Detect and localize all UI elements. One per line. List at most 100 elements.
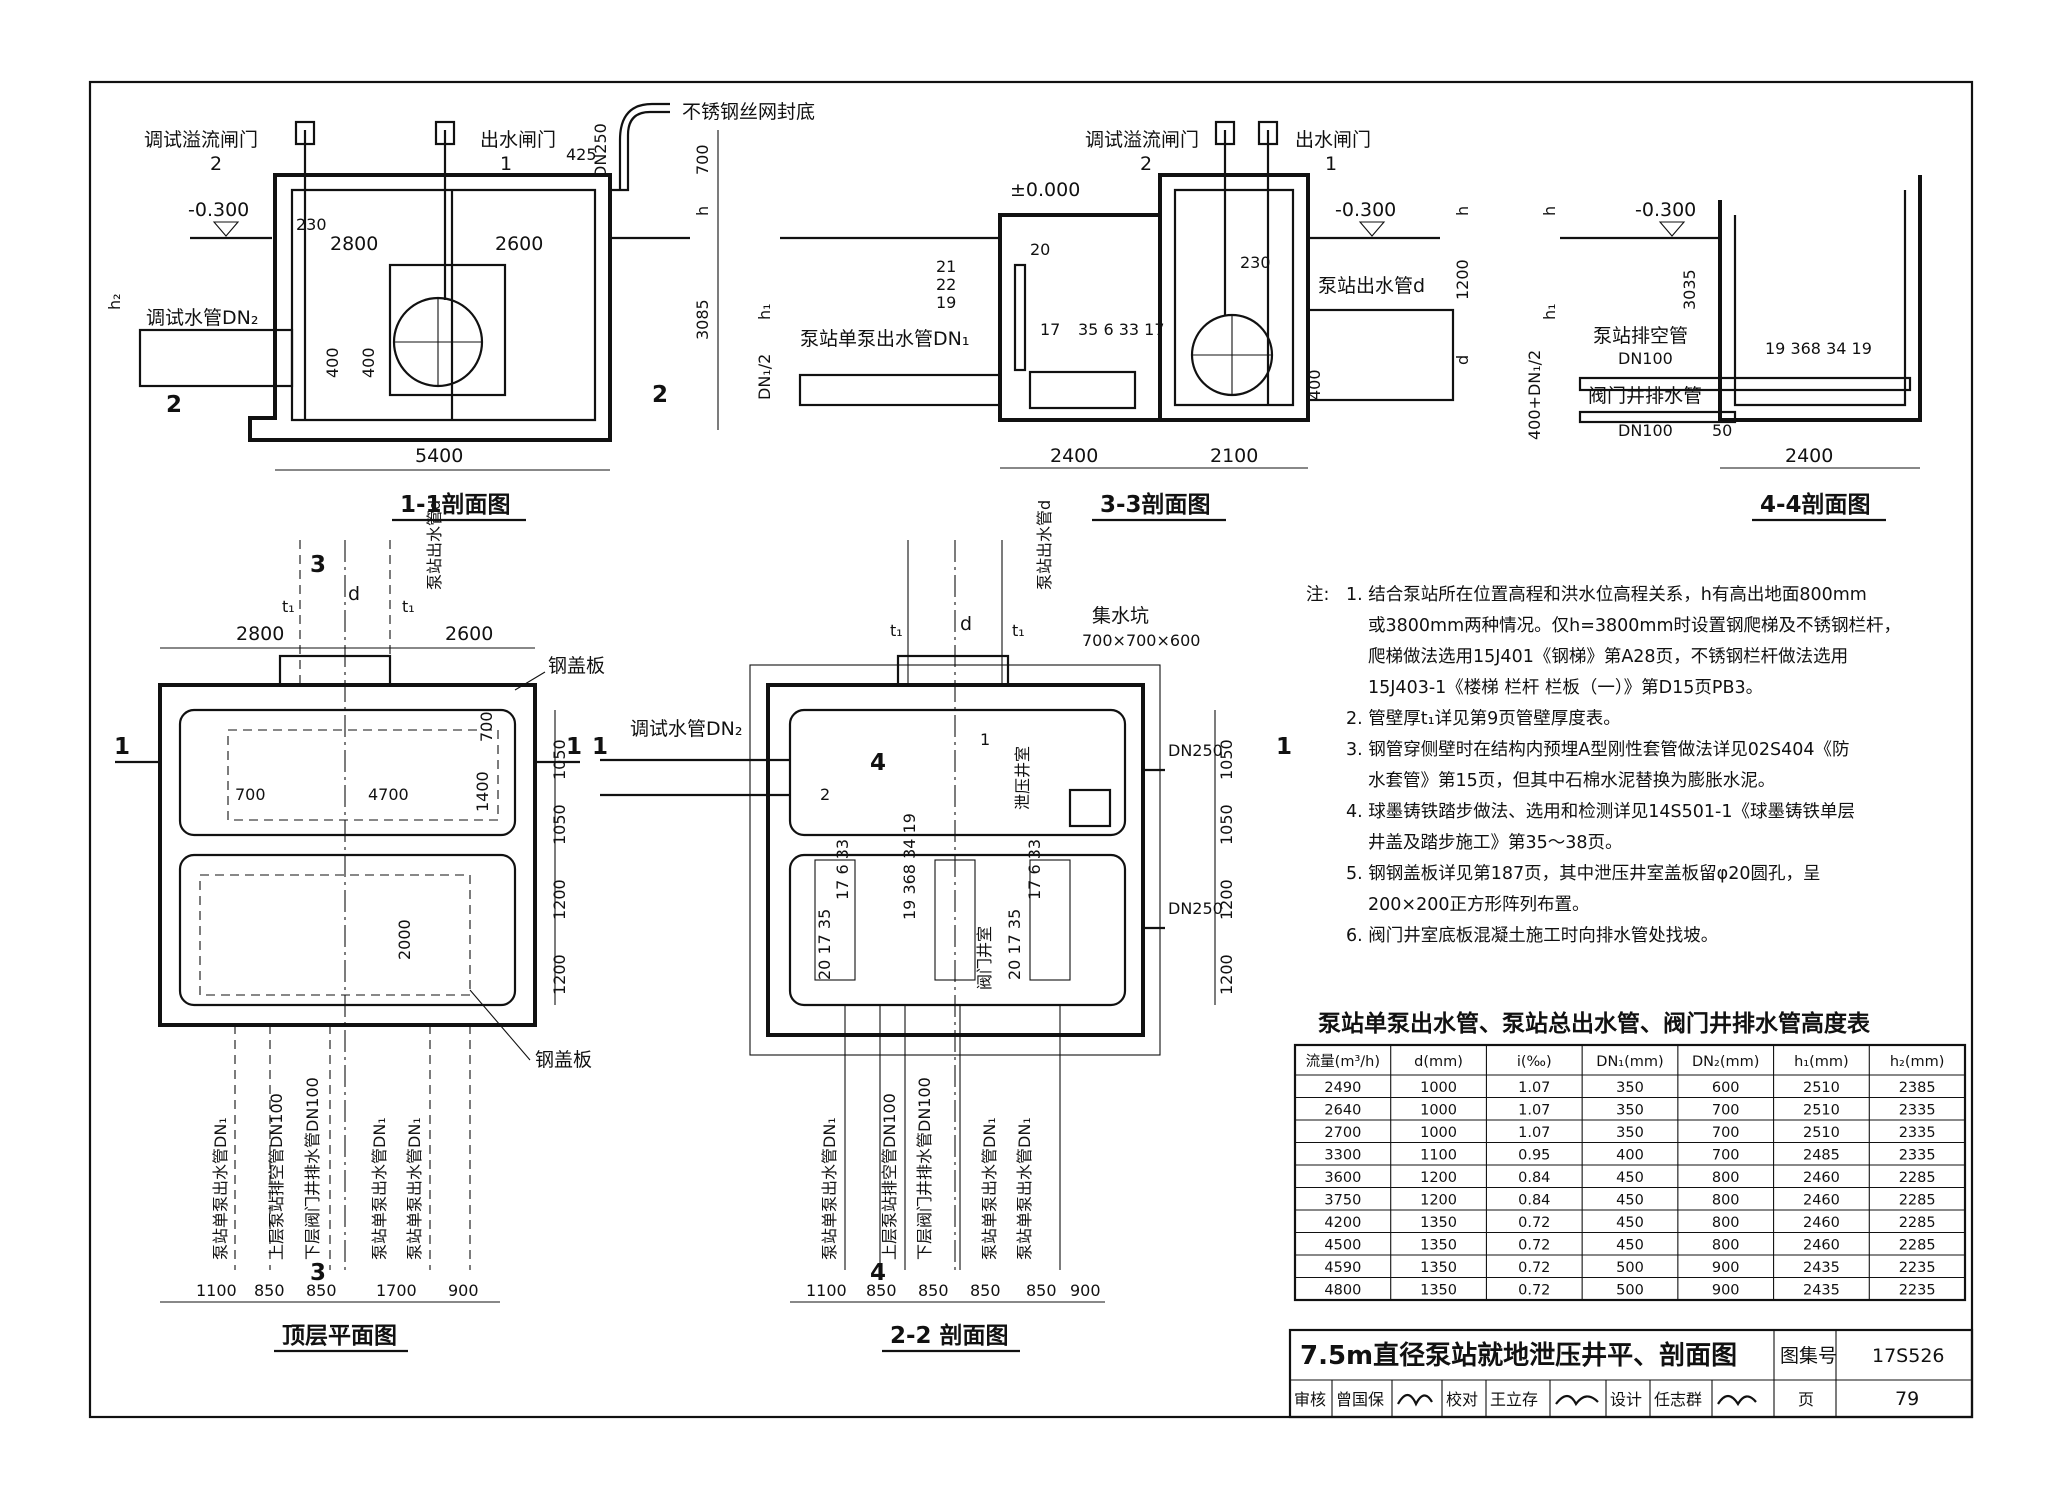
table-cell: 450 — [1616, 1215, 1644, 1231]
table-cell: 400 — [1616, 1148, 1644, 1164]
section-2-2: d t₁ t₁ 泵站出水管d 集水坑 700×700×600 泄压井室 阀门井室… — [592, 500, 1292, 1353]
table-cell: 1000 — [1420, 1080, 1457, 1096]
single-pump-pipe — [798, 373, 1002, 407]
gate-operator-icon — [1257, 120, 1279, 146]
pipe-label: 泵站单泵出水管DN₁ — [1015, 1117, 1034, 1260]
gate-number: 2 — [820, 785, 830, 804]
dim-text: h₂ — [105, 293, 124, 310]
leader-line — [514, 671, 546, 691]
cut-marker: 1 — [114, 734, 130, 760]
cut-marker: 1 — [592, 734, 608, 760]
note-line: 15J403-1《楼梯 栏杆 栏板（一）》第D15页PB3。 — [1368, 678, 1763, 698]
table-cell: 0.72 — [1518, 1238, 1550, 1254]
table-cell: 1000 — [1420, 1125, 1457, 1141]
gate-frame — [388, 263, 507, 397]
total-outlet-pipe — [1306, 308, 1455, 402]
table-header: i(‰) — [1517, 1054, 1552, 1070]
dim-text: 900 — [1070, 1281, 1101, 1300]
dim-text: 1050 — [550, 804, 569, 845]
dim-text: h — [693, 206, 712, 216]
part-number: 20 — [1030, 240, 1050, 259]
table-cell: 800 — [1712, 1215, 1740, 1231]
valve-drain-pipe — [1578, 410, 1737, 424]
dim-text: 230 — [1240, 253, 1271, 272]
dim-text: 1050 — [1217, 739, 1236, 780]
valve-well-room — [788, 853, 1127, 1007]
vent-pipe — [612, 110, 670, 192]
table-cell: 3750 — [1324, 1193, 1361, 1209]
designer-name: 任志群 — [1654, 1390, 1702, 1409]
dim-text: 3085 — [693, 299, 712, 340]
table-cell: 0.84 — [1518, 1193, 1550, 1209]
gate-number: 1 — [980, 730, 990, 749]
dim-text: h₁ — [1540, 303, 1559, 320]
dim-text: 425 — [566, 145, 597, 164]
dim-text: 1200 — [1453, 259, 1472, 300]
cut-marker: 3 — [310, 552, 326, 578]
table-cell: 0.72 — [1518, 1260, 1550, 1276]
table-cell: 2285 — [1899, 1170, 1936, 1186]
table-cell: 800 — [1712, 1193, 1740, 1209]
dim-text: 850 — [306, 1281, 337, 1300]
table-cell: 2510 — [1803, 1103, 1840, 1119]
table-cell: 2235 — [1899, 1260, 1936, 1276]
dim-text: t₁ — [1012, 621, 1025, 640]
table-cell: 2385 — [1899, 1080, 1936, 1096]
dim-text: t₁ — [282, 597, 295, 616]
part-numbers: 17 6 33 — [833, 839, 852, 900]
dim-text: 2600 — [445, 623, 493, 645]
pipe-label: 泵站出水管d — [1035, 500, 1054, 590]
section-title: 1-1剖面图 — [400, 491, 511, 518]
part-numbers: 19 368 34 19 — [1765, 339, 1872, 358]
review-label: 审核 — [1294, 1390, 1326, 1409]
table-cell: 1350 — [1420, 1283, 1457, 1299]
leader-line — [469, 989, 531, 1061]
check-label: 校对 — [1446, 1390, 1478, 1409]
pipe-label: 上层泵站排空管DN100 — [267, 1093, 286, 1260]
table-cell: 2285 — [1899, 1193, 1936, 1209]
valve-assembly — [934, 859, 976, 981]
pipe-label: 泵站单泵出水管DN₁ — [370, 1117, 389, 1260]
table-cell: 2460 — [1803, 1238, 1840, 1254]
table-cell: 2460 — [1803, 1170, 1840, 1186]
page-number: 79 — [1895, 1388, 1919, 1410]
pipe-stub — [278, 654, 392, 687]
table-cell: 1200 — [1420, 1193, 1457, 1209]
table-cell: 450 — [1616, 1193, 1644, 1209]
table-cells: 流量(m³/h)d(mm)i(‰)DN₁(mm)DN₂(mm)h₁(mm)h₂(… — [1306, 1053, 1945, 1299]
gate-number: 2 — [1140, 153, 1152, 175]
hidden-outline — [199, 874, 471, 996]
table-cell: 1100 — [1420, 1148, 1457, 1164]
pipe-label: 泵站出水管d — [1318, 275, 1425, 297]
part-numbers: 20 17 35 — [1005, 909, 1024, 980]
table-cell: 1350 — [1420, 1215, 1457, 1231]
dim-text: 2800 — [236, 623, 284, 645]
note-line: 5. 钢钢盖板详见第187页，其中泄压井室盖板留φ20圆孔，呈 — [1346, 864, 1820, 884]
section-4-4: -0.300 泵站排空管 DN100 阀门井排水管 DN100 19 368 3… — [1525, 175, 1922, 522]
dim-text: d — [1453, 355, 1472, 365]
table-cell: 700 — [1712, 1125, 1740, 1141]
dim-text: h — [1540, 206, 1559, 216]
cover-label: 钢盖板 — [548, 655, 605, 677]
part-number: 21 — [936, 257, 956, 276]
dim-text: h — [1453, 206, 1472, 216]
outlet-gate-label: 出水闸门 — [1295, 129, 1371, 151]
cover-label: 钢盖板 — [535, 1049, 592, 1071]
table-header: d(mm) — [1414, 1054, 1463, 1070]
note-line: 爬梯做法选用15J401《钢梯》第A28页，不锈钢栏杆做法选用 — [1368, 647, 1848, 667]
table-cell: 2485 — [1803, 1148, 1840, 1164]
pipe-label: 调试水管DN₂ — [630, 718, 742, 740]
elevation-label: ±0.000 — [1010, 179, 1080, 201]
mesh-label: 不锈钢丝网封底 — [682, 101, 815, 123]
table-cell: 4590 — [1324, 1260, 1361, 1276]
table-cell: 800 — [1712, 1170, 1740, 1186]
chamber-outline — [248, 173, 612, 442]
valve-assembly — [1029, 859, 1071, 981]
dim-text: 850 — [866, 1281, 897, 1300]
page-label: 页 — [1798, 1390, 1814, 1409]
note-line: 200×200正方形阵列布置。 — [1368, 895, 1589, 915]
dim-text: 850 — [254, 1281, 285, 1300]
checker-name: 王立存 — [1490, 1390, 1538, 1409]
table-cell: 350 — [1616, 1103, 1644, 1119]
table-cell: 2285 — [1899, 1215, 1936, 1231]
